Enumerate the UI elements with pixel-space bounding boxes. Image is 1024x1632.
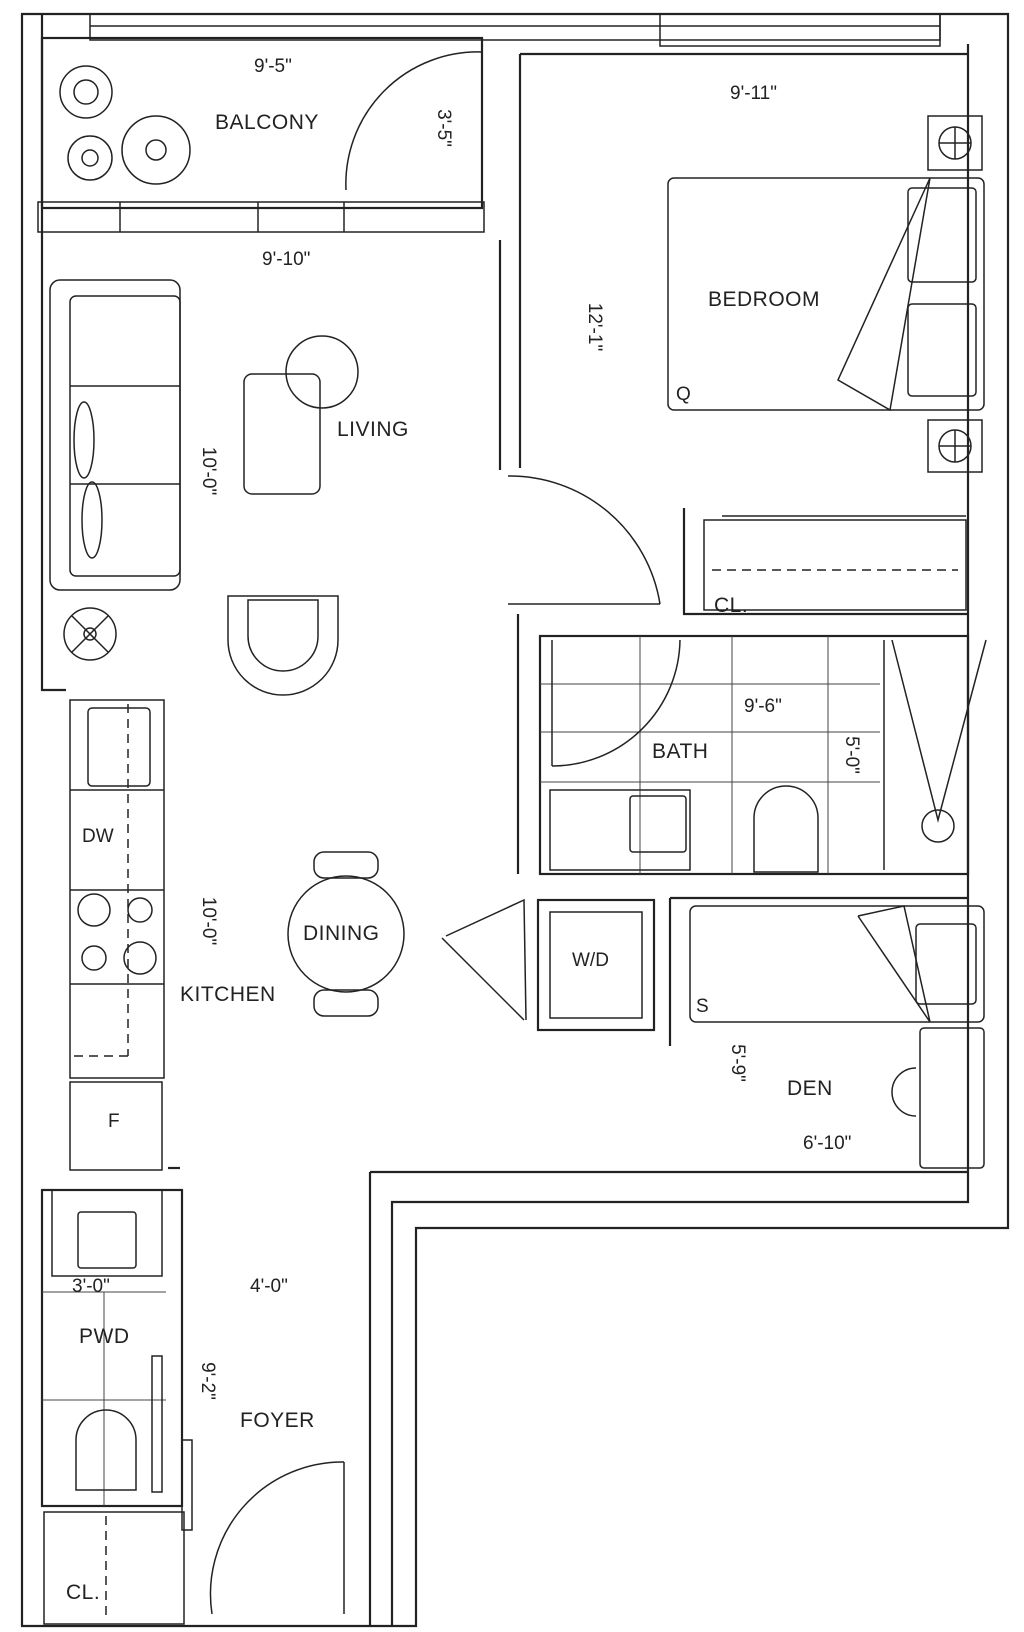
room-label-closet-bedroom: CL. (714, 594, 749, 617)
dim-foyer-depth: 9'-2" (196, 1362, 218, 1400)
dim-living-depth: 10'-0" (198, 446, 220, 496)
bedroom-closet (703, 515, 967, 611)
cooktop-icon (77, 893, 157, 975)
single-bed-label: S (696, 996, 709, 1017)
dim-foyer-width: 4'-0" (250, 1276, 288, 1297)
fridge-outline (69, 1081, 163, 1171)
bath-door (551, 639, 681, 767)
armchair (227, 595, 339, 696)
dishwasher-label: DW (82, 826, 114, 847)
dim-bedroom-depth: 12'-1" (584, 302, 606, 352)
dim-den-width: 6'-10" (803, 1133, 852, 1154)
fridge-label: F (108, 1111, 120, 1132)
room-label-pwd: PWD (79, 1325, 130, 1348)
washer-dryer (441, 898, 656, 1032)
bath-walls (538, 634, 970, 876)
dim-bath-depth: 5'-0" (840, 736, 862, 774)
room-label-den: DEN (787, 1077, 833, 1100)
single-bed (689, 905, 985, 1023)
shower (883, 639, 987, 870)
room-label-living: LIVING (337, 418, 409, 441)
nightstand-lamp-icon (927, 115, 983, 473)
foyer-closet (43, 1511, 185, 1625)
room-label-dining: DINING (303, 922, 380, 945)
dim-bedroom-width: 9'-11" (730, 83, 777, 104)
toilet-icon (753, 785, 819, 873)
sofa (49, 279, 181, 591)
bedroom-door (507, 475, 661, 605)
dining-table (287, 851, 405, 1017)
plant-icon (59, 65, 191, 185)
vanity-sink (549, 789, 691, 871)
room-label-balcony: BALCONY (215, 111, 319, 134)
room-label-bedroom: BEDROOM (708, 288, 821, 311)
kitchen-counter (69, 699, 165, 1079)
entry-door (181, 1439, 345, 1615)
powder-room (40, 1188, 184, 1508)
dim-balcony-depth: 3'-5" (432, 109, 454, 147)
room-label-kitchen: KITCHEN (180, 983, 276, 1006)
washer-dryer-label: W/D (572, 950, 609, 971)
coffee-table (243, 335, 359, 495)
dim-bath-width: 9'-6" (744, 696, 782, 717)
dim-balcony-width: 9'-5" (254, 56, 292, 77)
room-label-bath: BATH (652, 740, 709, 763)
queen-bed-label: Q (676, 384, 691, 405)
dim-kitchen-depth: 10'-0" (198, 896, 220, 946)
bedroom-walls (518, 13, 968, 616)
dim-living-width: 9'-10" (262, 249, 311, 270)
interior-walls (168, 240, 968, 1626)
balcony-area (37, 13, 941, 233)
floor-lamp-icon (63, 607, 117, 661)
den-walls (668, 896, 968, 1046)
room-label-foyer: FOYER (240, 1409, 315, 1432)
desk (891, 1027, 985, 1169)
dim-pwd-width: 3'-0" (72, 1276, 110, 1297)
room-label-closet-foyer: CL. (66, 1581, 101, 1604)
dim-den-depth: 5'-9" (726, 1044, 748, 1082)
queen-bed (667, 177, 985, 412)
exterior-walls (20, 12, 1010, 1628)
